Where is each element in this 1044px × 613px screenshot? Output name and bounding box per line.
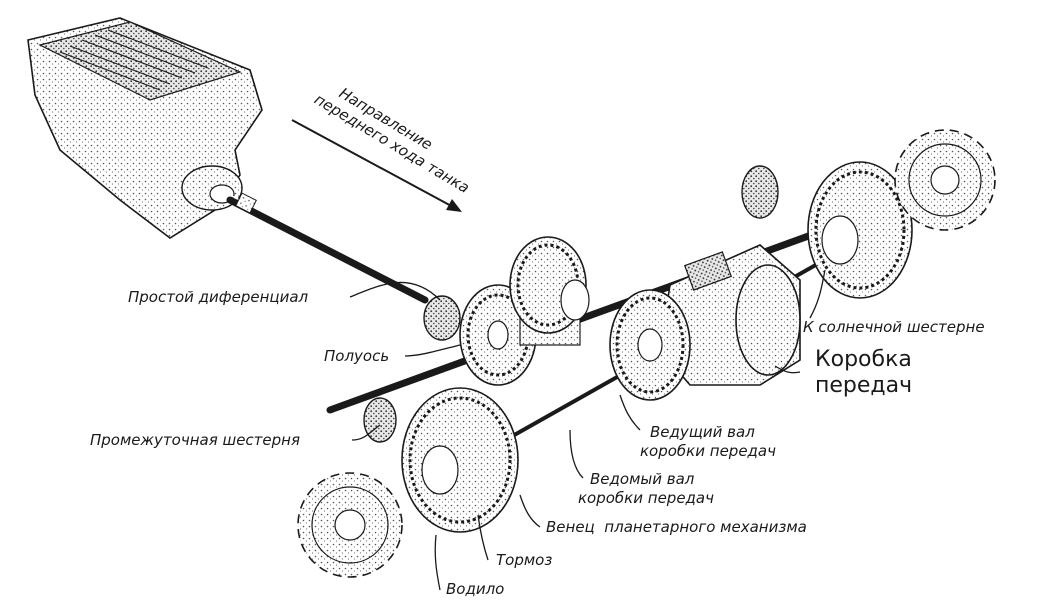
leader-lines	[349, 269, 826, 591]
intermediate-gear	[363, 397, 397, 443]
right-drive-sprocket	[894, 129, 996, 231]
label-simple-differential: Простой диференциал	[128, 288, 309, 306]
label-to-sun-gear: К солнечной шестерне	[803, 318, 985, 336]
direction-label: Направление переднего хода танка	[311, 84, 472, 197]
label-drive-shaft-line1: Ведущий вал	[650, 423, 755, 441]
differential-assembly	[423, 236, 590, 386]
engine-cylinder-fins	[59, 29, 209, 91]
label-driven-shaft-line1: Ведомый вал	[590, 470, 695, 488]
left-drive-sprocket	[297, 472, 403, 578]
label-half-axle: Полуось	[324, 347, 389, 365]
label-gearbox-line1: Коробка	[815, 347, 912, 372]
label-carrier: Водило	[446, 580, 504, 598]
label-brake: Тормоз	[496, 551, 552, 569]
right-planetary-unit	[741, 161, 913, 299]
gearbox	[609, 244, 801, 401]
bevel-gear	[423, 295, 461, 341]
label-drive-shaft-line2: коробки передач	[640, 442, 776, 460]
left-planetary-unit	[363, 387, 519, 533]
label-planetary-ring: Венец планетарного механизма	[546, 518, 807, 536]
right-small-gear	[741, 165, 779, 219]
label-intermediate-gear: Промежуточная шестерня	[90, 431, 300, 449]
engine	[27, 17, 263, 239]
direction-arrow	[291, 119, 462, 212]
label-gearbox-line2: передач	[815, 373, 912, 398]
label-driven-shaft-line2: коробки передач	[578, 489, 714, 507]
propeller-shaft	[226, 192, 429, 304]
